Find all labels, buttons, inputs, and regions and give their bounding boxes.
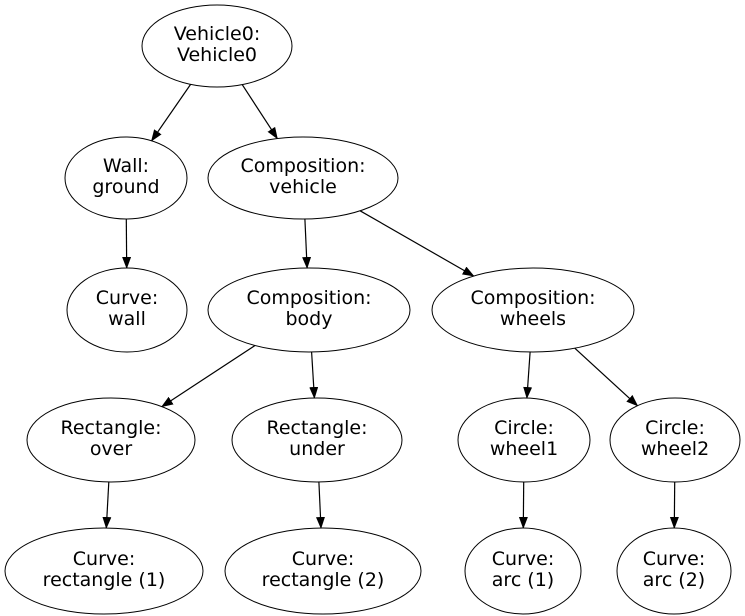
node-ellipse-circle_wheel1 [457, 397, 591, 483]
node-ellipse-composition_wheels [431, 267, 635, 353]
edge-composition_body-to-rectangle_under [309, 351, 319, 399]
node-vehicle0: Vehicle0:Vehicle0 [141, 4, 293, 88]
node-ellipse-curve_arc_1 [464, 527, 582, 615]
node-curve_arc_1: Curve:arc (1) [464, 527, 582, 615]
node-rectangle_over: Rectangle:over [26, 397, 196, 483]
edge-composition_vehicle-to-composition_wheels [359, 210, 475, 277]
node-curve_arc_2: Curve:arc (2) [616, 527, 732, 615]
node-label-circle_wheel2: Circle:wheel2 [641, 417, 709, 460]
edge-vehicle0-to-composition_vehicle [241, 84, 278, 140]
node-ellipse-curve_rectangle_2 [224, 527, 422, 615]
node-curve_wall: Curve:wall [66, 267, 188, 353]
node-label-wall_ground: Wall:ground [92, 155, 159, 198]
edge-composition_body-to-rectangle_over [161, 344, 256, 408]
edge-vehicle0-to-wall_ground [151, 84, 192, 142]
node-curve_rectangle_2: Curve:rectangle (2) [224, 527, 422, 615]
node-composition_vehicle: Composition:vehicle [207, 136, 399, 220]
edge-rectangle_under-to-curve_rectangle_2 [316, 481, 325, 529]
node-rectangle_under: Rectangle:under [231, 397, 403, 483]
node-composition_wheels: Composition:wheels [431, 267, 635, 353]
edge-composition_wheels-to-circle_wheel1 [523, 351, 533, 399]
node-label-composition_body: Composition:body [246, 287, 371, 330]
node-label-curve_arc_1: Curve:arc (1) [492, 548, 554, 591]
node-composition_body: Composition:body [207, 267, 411, 353]
node-ellipse-rectangle_over [26, 397, 196, 483]
node-label-curve_arc_2: Curve:arc (2) [643, 548, 705, 591]
node-ellipse-composition_vehicle [207, 136, 399, 220]
node-ellipse-curve_arc_2 [616, 527, 732, 615]
node-ellipse-curve_wall [66, 267, 188, 353]
node-label-vehicle0: Vehicle0:Vehicle0 [174, 23, 260, 66]
node-wall_ground: Wall:ground [64, 136, 188, 220]
node-ellipse-circle_wheel2 [609, 397, 741, 483]
node-label-curve_rectangle_2: Curve:rectangle (2) [262, 548, 385, 591]
node-label-curve_wall: Curve:wall [96, 287, 158, 330]
node-ellipse-rectangle_under [231, 397, 403, 483]
node-label-composition_vehicle: Composition:vehicle [240, 155, 365, 198]
node-label-curve_rectangle_1: Curve:rectangle (1) [43, 548, 166, 591]
node-label-rectangle_over: Rectangle:over [60, 417, 161, 460]
node-ellipse-vehicle0 [141, 4, 293, 88]
node-circle_wheel1: Circle:wheel1 [457, 397, 591, 483]
edge-composition_wheels-to-circle_wheel2 [574, 347, 639, 407]
node-label-rectangle_under: Rectangle:under [266, 417, 367, 460]
node-ellipse-curve_rectangle_1 [4, 527, 204, 615]
node-circle_wheel2: Circle:wheel2 [609, 397, 741, 483]
node-ellipse-wall_ground [64, 136, 188, 220]
node-label-circle_wheel1: Circle:wheel1 [490, 417, 558, 460]
edge-composition_vehicle-to-composition_body [302, 218, 312, 269]
node-label-composition_wheels: Composition:wheels [470, 287, 595, 330]
edge-rectangle_over-to-curve_rectangle_1 [102, 481, 112, 529]
node-curve_rectangle_1: Curve:rectangle (1) [4, 527, 204, 615]
node-ellipse-composition_body [207, 267, 411, 353]
